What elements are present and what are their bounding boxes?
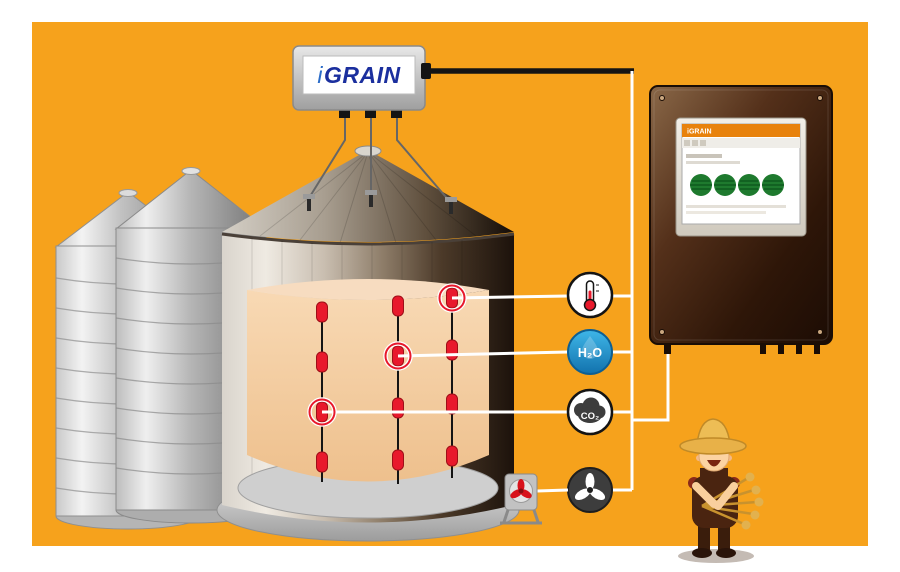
roof-sensor <box>445 197 457 214</box>
roof-sensor <box>303 194 315 211</box>
controller-box <box>292 45 431 111</box>
control-cabinet: iGRAIN <box>649 85 833 354</box>
sensor-highlight-ring <box>383 341 413 371</box>
silo-roof-cap <box>354 145 382 157</box>
co2-icon <box>566 388 614 436</box>
screw <box>659 95 665 101</box>
sensor-highlight-ring <box>437 283 467 313</box>
sensor-highlight-ring <box>307 397 337 427</box>
humidity-icon <box>567 329 613 375</box>
screw <box>817 329 823 335</box>
controller-brand-i: i <box>317 61 323 88</box>
monitor-header: iGRAIN <box>687 129 712 136</box>
roof-sensor <box>365 190 377 207</box>
signal-bus-white <box>612 71 670 492</box>
screw <box>817 95 823 101</box>
farmer-illustration <box>678 418 764 563</box>
silo-eaves <box>221 232 515 246</box>
grain-surface <box>247 279 489 300</box>
roof-sensor-wires <box>303 110 457 214</box>
sensor-link-lines <box>307 283 569 427</box>
temperature-icon <box>566 271 614 319</box>
grain-cutaway <box>247 290 489 482</box>
silo-roof <box>222 150 514 242</box>
fan-icon <box>567 467 613 513</box>
screen-silo-indicators <box>690 174 784 196</box>
screw <box>659 329 665 335</box>
sensor-cable-center <box>392 295 404 484</box>
h2o-icon-label: H₂O <box>577 346 603 360</box>
cabinet-cable-glands <box>664 344 820 354</box>
controller-brand-grain: GRAIN <box>324 61 401 88</box>
sensor-cable-right <box>446 287 458 478</box>
silo-main <box>216 145 520 542</box>
screen-header-bar <box>682 124 800 137</box>
aeration-fan-unit <box>500 473 569 525</box>
monitor-screen: iGRAIN <box>675 117 807 237</box>
co2-icon-label: CO₂ <box>580 410 600 422</box>
